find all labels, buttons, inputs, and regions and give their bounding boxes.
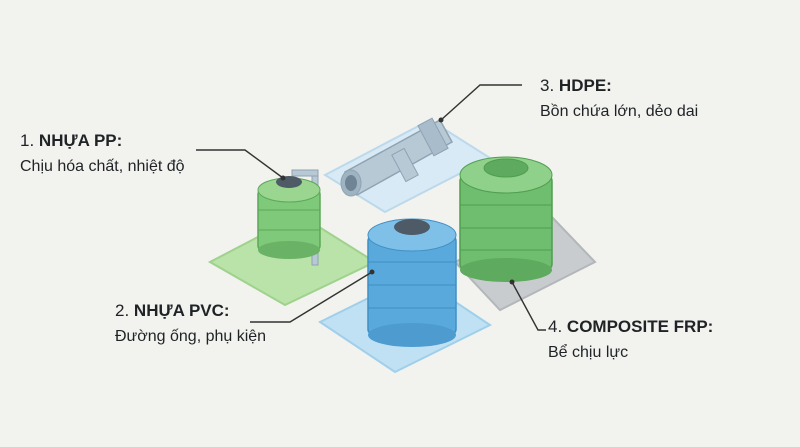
hdpe-leader-dot bbox=[438, 117, 444, 123]
label-nhua-pvc-name: NHỰA PVC: bbox=[133, 301, 230, 320]
pvc-leader bbox=[250, 271, 373, 323]
label-nhua-pp-desc: Chịu hóa chất, nhiệt độ bbox=[20, 158, 185, 176]
pp-leader bbox=[196, 149, 284, 179]
label-hdpe-name: HDPE: bbox=[558, 76, 612, 95]
pp-tank bbox=[257, 169, 321, 266]
pvc-leader-dot bbox=[369, 269, 375, 275]
label-hdpe-desc: Bồn chứa lớn, dẻo dai bbox=[540, 103, 699, 121]
pp-leader-dot bbox=[280, 175, 286, 181]
label-nhua-pvc-number: 2. bbox=[115, 301, 130, 320]
label-composite-frp-number: 4. bbox=[548, 317, 563, 336]
label-composite-frp-name: COMPOSITE FRP: bbox=[566, 317, 714, 336]
label-hdpe: 3. HDPE: Bồn chứa lớn, dẻo dai bbox=[540, 75, 698, 122]
label-composite-frp-desc: Bể chịu lực bbox=[548, 344, 629, 362]
leader-lines bbox=[196, 84, 546, 331]
label-nhua-pvc-desc: Đường ống, phụ kiện bbox=[115, 328, 267, 346]
frp-leader-dot bbox=[509, 279, 515, 285]
frp-tank-opening bbox=[483, 158, 529, 178]
pvc-pipe bbox=[340, 117, 454, 197]
label-nhua-pvc: 2. NHỰA PVC: Đường ống, phụ kiện bbox=[115, 300, 266, 347]
pp-tank-lid bbox=[276, 176, 302, 188]
label-hdpe-number: 3. bbox=[540, 76, 555, 95]
label-composite-frp: 4. COMPOSITE FRP: Bể chịu lực bbox=[548, 316, 713, 363]
label-nhua-pp-number: 1. bbox=[20, 131, 35, 150]
label-nhua-pp: 1. NHỰA PP: Chịu hóa chất, nhiệt độ bbox=[20, 130, 185, 177]
label-composite-frp-heading: 4. COMPOSITE FRP: bbox=[548, 316, 713, 337]
frp-tank bbox=[459, 156, 553, 282]
hdpe-tank-lid bbox=[394, 219, 430, 235]
label-nhua-pp-heading: 1. NHỰA PP: bbox=[20, 130, 185, 151]
label-hdpe-heading: 3. HDPE: bbox=[540, 75, 698, 96]
label-nhua-pp-name: NHỰA PP: bbox=[38, 131, 123, 150]
label-nhua-pvc-heading: 2. NHỰA PVC: bbox=[115, 300, 266, 321]
hdpe-leader bbox=[440, 84, 522, 121]
frp-leader bbox=[511, 281, 546, 331]
hdpe-tank bbox=[367, 218, 457, 347]
